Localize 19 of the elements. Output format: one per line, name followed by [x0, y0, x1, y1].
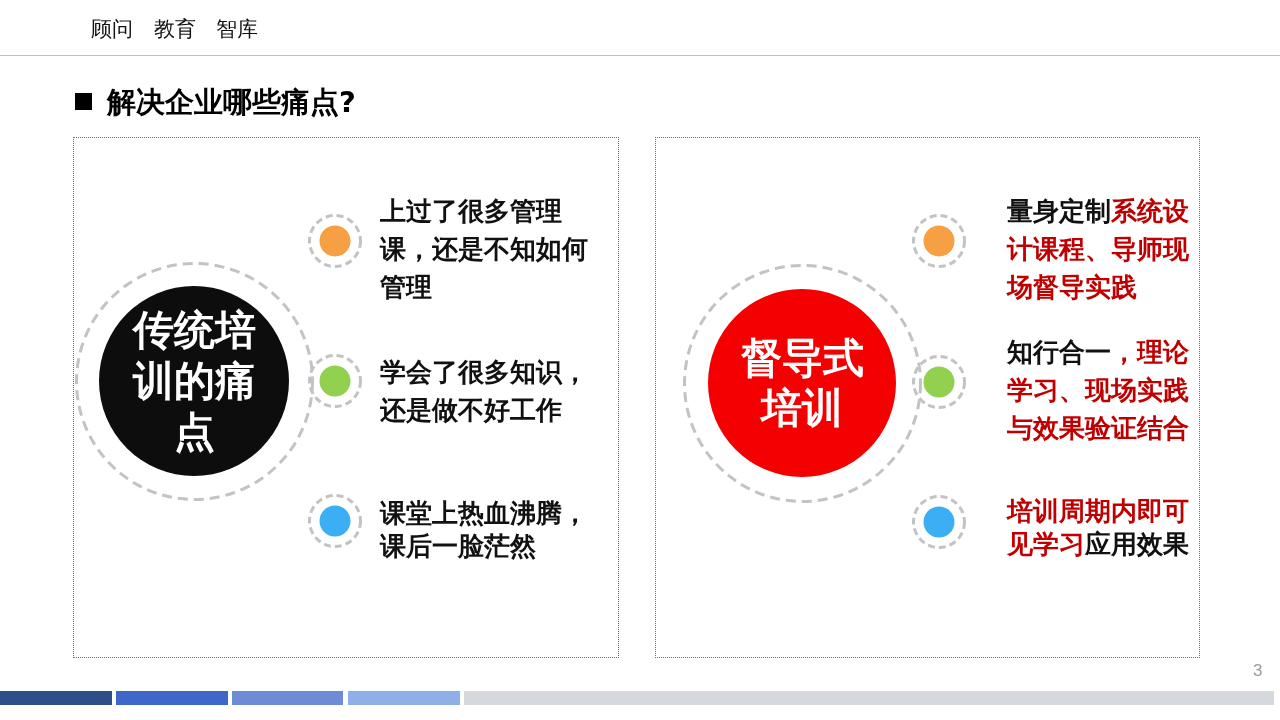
header-tagline: 顾问 教育 智库 — [91, 17, 259, 43]
bullet-text: 知行合一，理论学习、现场实践与效果验证结合 — [1007, 336, 1190, 445]
bullet-text: 学会了很多知识，还是做不好工作 — [380, 356, 589, 427]
content-panel — [655, 137, 1200, 658]
circle-title: 传统培训的痛点 — [132, 304, 256, 458]
bullet-text: 培训周期内即可见学习应用效果 — [1007, 495, 1190, 561]
content-panel — [73, 137, 619, 658]
ringed-dot-icon — [308, 214, 362, 268]
ringed-dot-icon — [912, 355, 966, 409]
bullet-text: 课堂上热血沸腾，课后一脸茫然 — [380, 497, 589, 563]
ringed-dot-icon — [308, 494, 362, 548]
page-number: 3 — [1253, 661, 1263, 682]
ringed-dot-icon — [912, 495, 966, 549]
ringed-dot-icon — [308, 354, 362, 408]
bullet-text: 上过了很多管理课，还是不知如何管理 — [380, 195, 589, 304]
ringed-dot-icon — [912, 214, 966, 268]
bullet-text: 量身定制系统设计课程、导师现场督导实践 — [1007, 195, 1190, 304]
section-title: 解决企业哪些痛点? — [107, 85, 356, 119]
circle-title: 督导式培训 — [740, 333, 864, 433]
